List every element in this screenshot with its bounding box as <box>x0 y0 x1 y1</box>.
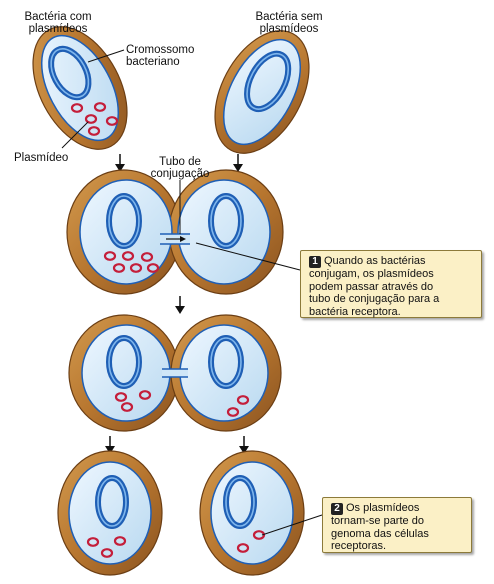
recipient-bacterium <box>196 15 329 169</box>
arrow-down <box>175 296 185 314</box>
tube-label: Tubo de conjugação <box>151 156 210 180</box>
recipient-label: Bactéria sem plasmídeos <box>255 11 322 35</box>
donor-label: Bactéria com plasmídeos <box>24 11 91 35</box>
conjugating-pair-1 <box>67 170 283 294</box>
chromosome-label: Cromossomo bacteriano <box>126 44 194 68</box>
arrow-down <box>115 154 125 172</box>
former-donor-bacterium <box>58 451 162 575</box>
plasmid-label: Plasmídeo <box>14 152 68 164</box>
conjugating-pair-2 <box>69 315 281 431</box>
step-number-badge: 2 <box>331 503 343 515</box>
arrow-down <box>233 154 243 172</box>
former-recipient-bacterium <box>200 451 304 575</box>
step-number-badge: 1 <box>309 256 321 268</box>
